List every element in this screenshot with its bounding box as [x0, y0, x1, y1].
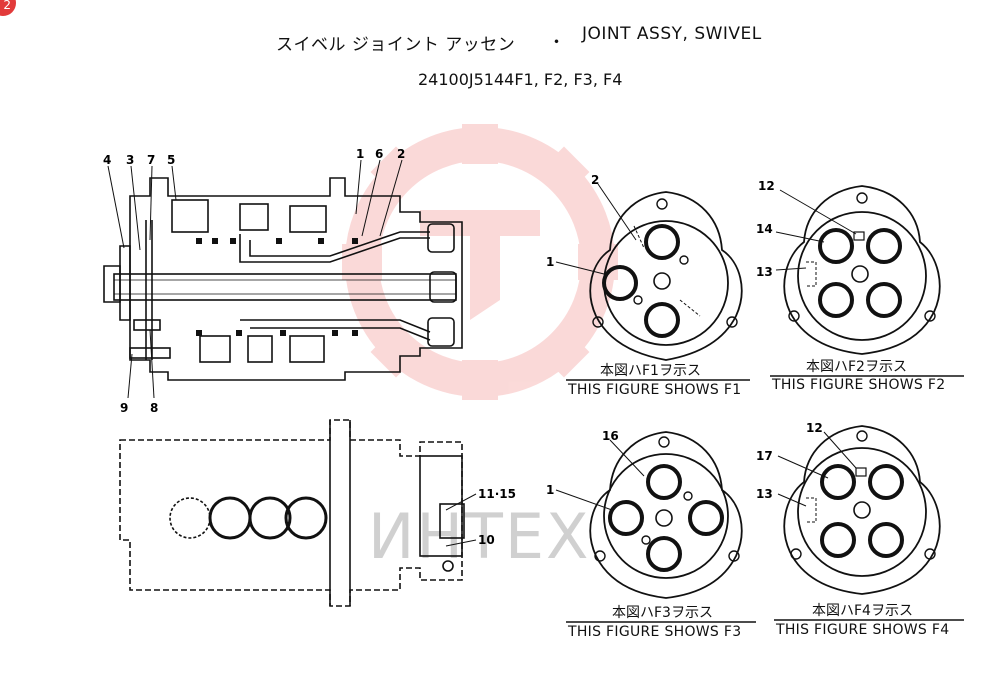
leader-lines-left [107, 159, 403, 399]
leader-lines-bottom-left [445, 493, 477, 547]
watermark-logo [342, 124, 618, 400]
callout-2: 2 [397, 147, 405, 161]
caption-f1-japanese: 本図ハF1ヲ示ス [600, 363, 701, 379]
flange-f4 [783, 425, 941, 595]
caption-f4-english: THIS FIGURE SHOWS F4 [776, 622, 950, 638]
callout-8: 8 [150, 401, 158, 415]
f4-callout-13: 13 [756, 487, 773, 501]
watermark-text: ИНТЕХ [368, 500, 591, 573]
callout-11-15: 11·15 [478, 487, 516, 501]
title-japanese: スイベル ジョイント アッセン [276, 35, 516, 55]
leader-lines-f2 [775, 189, 857, 271]
f2-callout-14: 14 [756, 222, 773, 236]
f4-callout-17: 17 [756, 449, 773, 463]
flange-f3 [589, 431, 743, 599]
caption-f4-japanese: 本図ハF4ヲ示ス [812, 603, 913, 619]
f1-callout-1: 1 [546, 255, 554, 269]
f2-callout-12: 12 [758, 179, 775, 193]
leader-lines-f3 [555, 439, 645, 511]
leader-lines-f4 [777, 431, 857, 507]
callout-6: 6 [375, 147, 383, 161]
caption-f2-japanese: 本図ハF2ヲ示ス [806, 359, 907, 375]
f3-callout-1: 1 [546, 483, 554, 497]
callout-4: 4 [103, 153, 111, 167]
callout-9: 9 [120, 401, 128, 415]
callout-5: 5 [167, 153, 175, 167]
f4-callout-12: 12 [806, 421, 823, 435]
leader-lines-f1 [555, 183, 637, 275]
f3-callout-16: 16 [602, 429, 619, 443]
f2-callout-13: 13 [756, 265, 773, 279]
f1-callout-2: 2 [591, 173, 599, 187]
page-badge: 2 [0, 0, 16, 16]
seal-rings [196, 238, 358, 336]
side-view [119, 419, 465, 607]
caption-underlines [566, 375, 964, 623]
title-english: JOINT ASSY, SWIVEL [582, 24, 762, 44]
callout-10: 10 [478, 533, 495, 547]
flange-f1 [589, 191, 743, 361]
callout-3: 3 [126, 153, 134, 167]
flange-f2 [783, 185, 941, 355]
callout-1: 1 [356, 147, 364, 161]
caption-f3-english: THIS FIGURE SHOWS F3 [568, 624, 742, 640]
caption-f1-english: THIS FIGURE SHOWS F1 [568, 382, 742, 398]
caption-f2-english: THIS FIGURE SHOWS F2 [772, 377, 946, 393]
part-number: 24100J5144F1, F2, F3, F4 [418, 70, 623, 89]
sectional-view [103, 177, 463, 381]
title-separator: ・ [548, 33, 566, 53]
callout-7: 7 [147, 153, 155, 167]
caption-f3-japanese: 本図ハF3ヲ示ス [612, 605, 713, 621]
